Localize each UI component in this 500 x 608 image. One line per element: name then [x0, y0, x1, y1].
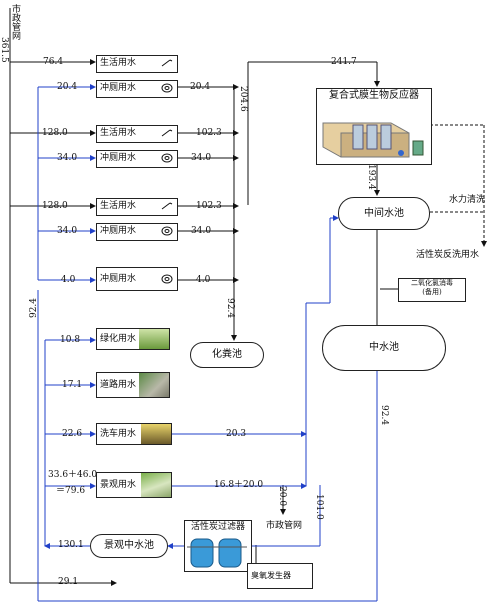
b4-flush-out: 4.0	[196, 275, 211, 285]
greening-flow: 10.8	[60, 335, 81, 345]
reactor-label: 复合式膜生物反应器	[329, 90, 419, 101]
landscape-flow-1: 33.6＋46.0	[48, 470, 98, 480]
b2-flush-out: 34.0	[191, 153, 212, 163]
carbon-backwash-label: 活性炭反洗用水	[416, 250, 480, 260]
toilet-icon	[161, 153, 173, 163]
reclaimed-pool-label: 中水池	[369, 342, 399, 353]
greening-photo	[139, 329, 169, 349]
return-flow: 101.0	[314, 494, 324, 520]
reactor-out-flow: 193.4	[366, 164, 376, 190]
greening-box: 绿化用水	[96, 328, 170, 350]
b4-flush-in: 4.0	[61, 275, 76, 285]
landscape-photo	[141, 473, 171, 497]
toilet-icon	[161, 83, 173, 93]
road-label: 道路用水	[100, 380, 137, 390]
b2-domestic-box: 生活用水	[96, 125, 178, 143]
filter-tanks-illustration	[187, 538, 247, 568]
b3-domestic-in: 128.0	[42, 201, 68, 211]
b3-domestic-out: 102.3	[196, 201, 222, 211]
chlorine-box: 二氧化氯消毒 (备用)	[398, 278, 466, 302]
landscape-pool-in: 130.1	[58, 540, 84, 550]
b4-flush-label: 冲厕用水	[100, 274, 137, 284]
reclaimed-out-flow: 92.4	[379, 405, 389, 426]
greywater-flow: 241.7	[331, 57, 357, 67]
potable-lines	[9, 8, 487, 586]
hydraulic-wash-label: 水力清洗	[449, 195, 486, 205]
road-photo	[139, 373, 169, 397]
b2-flush-box: 冲厕用水	[96, 150, 178, 168]
landscape-pool: 景观中水池	[90, 534, 168, 558]
b3-domestic-box: 生活用水	[96, 198, 178, 216]
septic-flow: 92.4	[225, 298, 235, 319]
faucet-icon	[161, 202, 173, 210]
b3-domestic-label: 生活用水	[100, 201, 137, 211]
b1-flush-in: 20.4	[57, 82, 78, 92]
landscape-pool-makeup: 29.1	[58, 577, 79, 587]
b1-flush-box: 冲厕用水	[96, 80, 178, 98]
landscape-pool-label: 景观中水池	[104, 540, 154, 551]
source-flow: 361.5	[0, 37, 9, 63]
b2-domestic-out: 102.3	[196, 128, 222, 138]
road-box: 道路用水	[96, 372, 170, 398]
mid-pool: 中间水池	[338, 197, 430, 230]
chlorine-line2: (备用)	[422, 288, 442, 296]
carwash-out: 20.3	[226, 429, 247, 439]
chlorine-line1: 二氧化氯消毒	[411, 279, 453, 287]
landscape-label: 景观用水	[100, 480, 137, 490]
septic-tank: 化粪池	[190, 342, 264, 368]
toilet-icon	[161, 274, 173, 284]
landscape-box: 景观用水	[96, 472, 172, 498]
ozone-generator: 臭氧发生器	[247, 563, 313, 589]
carbon-filter-label: 活性炭过滤器	[190, 522, 245, 532]
reactor-illustration	[322, 122, 424, 158]
faucet-icon	[161, 59, 173, 67]
landscape-out: 16.8＋20.0	[214, 480, 264, 490]
carwash-label: 洗车用水	[100, 429, 137, 439]
carbon-filter: 活性炭过滤器	[184, 520, 252, 572]
source-label: 市政管网	[10, 4, 20, 40]
b1-flush-out: 20.4	[190, 82, 211, 92]
carwash-photo	[141, 424, 171, 444]
mid-pool-label: 中间水池	[364, 208, 404, 219]
reclaimed-lines	[37, 84, 378, 602]
reclaimed-return-flow: 92.4	[29, 298, 39, 319]
b1-domestic-box: 生活用水	[96, 55, 178, 73]
greening-label: 绿化用水	[100, 334, 137, 344]
carwash-box: 洗车用水	[96, 423, 172, 445]
b2-domestic-in: 128.0	[42, 128, 68, 138]
b1-flush-label: 冲厕用水	[100, 83, 137, 93]
b2-flush-label: 冲厕用水	[100, 153, 137, 163]
b3-flush-out: 34.0	[191, 226, 212, 236]
b3-flush-box: 冲厕用水	[96, 223, 178, 241]
reclaimed-pool: 中水池	[322, 325, 446, 371]
carwash-flow: 22.6	[62, 429, 83, 439]
toilet-icon	[161, 226, 173, 236]
landscape-flow-2: ＝79.6	[56, 486, 86, 496]
b2-domestic-label: 生活用水	[100, 128, 137, 138]
faucet-icon	[161, 129, 173, 137]
b4-flush-box: 冲厕用水	[96, 267, 178, 291]
b3-flush-in: 34.0	[57, 226, 78, 236]
drain-label: 市政管网	[266, 521, 303, 531]
blackwater-flow: 204.6	[238, 86, 248, 112]
road-flow: 17.1	[62, 380, 83, 390]
drain-flow: 20.0	[277, 486, 287, 507]
b3-flush-label: 冲厕用水	[100, 226, 137, 236]
ozone-label: 臭氧发生器	[251, 571, 291, 580]
mbr-reactor: 复合式膜生物反应器	[316, 88, 432, 165]
septic-label: 化粪池	[212, 349, 242, 360]
b2-flush-in: 34.0	[57, 153, 78, 163]
b1-domestic-label: 生活用水	[100, 58, 137, 68]
b1-domestic-in: 76.4	[43, 57, 64, 67]
